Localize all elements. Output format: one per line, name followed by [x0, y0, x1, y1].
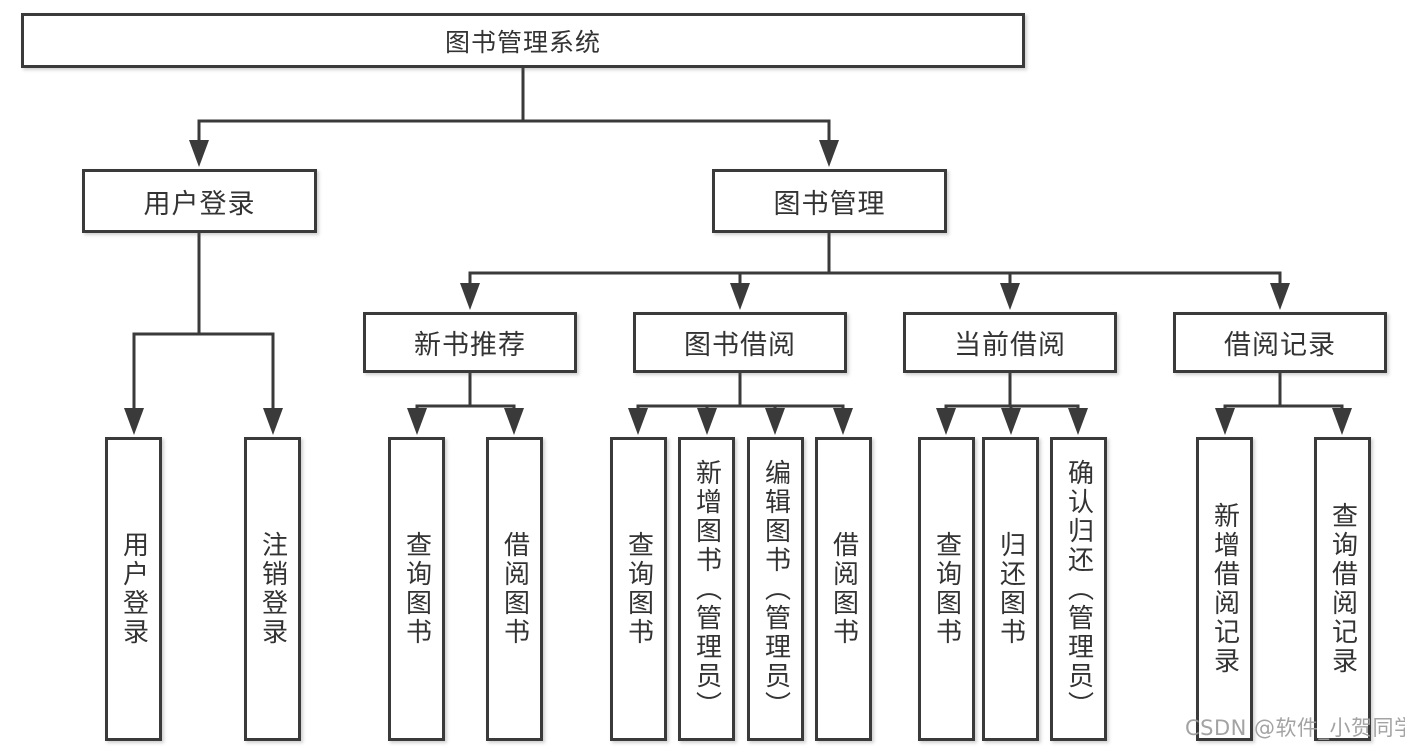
- leaf-query-books: 查询图书: [610, 437, 667, 741]
- arrowhead: [263, 408, 283, 435]
- connector-records-to-leaves: [1215, 371, 1352, 435]
- node-borrowing-records: 借阅记录: [1173, 312, 1387, 373]
- arrowhead: [936, 408, 956, 435]
- leaf-return-books: 归还图书: [982, 437, 1039, 741]
- connector-current-to-leaves: [936, 371, 1088, 435]
- leaf-borrow-books: 借阅图书: [486, 437, 543, 741]
- leaf-edit-books-admin: 编辑图书（管理员）: [747, 437, 804, 741]
- node-current-borrowing: 当前借阅: [903, 312, 1117, 373]
- leaf-user-login: 用户登录: [105, 437, 162, 741]
- arrowhead: [407, 408, 427, 435]
- arrowhead: [1215, 408, 1235, 435]
- connector-login-to-leaves: [124, 231, 283, 435]
- arrowhead: [1068, 408, 1088, 435]
- leaf-add-borrow-record: 新增借阅记录: [1196, 437, 1253, 741]
- node-library-management-system: 图书管理系统: [21, 13, 1025, 68]
- node-book-borrowing: 图书借阅: [633, 312, 847, 373]
- arrowhead: [628, 408, 648, 435]
- arrowhead: [1000, 283, 1020, 310]
- arrowhead: [124, 408, 144, 435]
- arrowhead: [765, 408, 785, 435]
- arrowhead: [460, 283, 480, 310]
- connector-root-to-level2: [189, 64, 839, 167]
- arrowhead: [697, 408, 717, 435]
- leaf-borrow-books: 借阅图书: [815, 437, 872, 741]
- leaf-logout: 注销登录: [244, 437, 301, 741]
- leaf-query-borrow-record: 查询借阅记录: [1314, 437, 1371, 741]
- arrowhead: [504, 408, 524, 435]
- leaf-query-books: 查询图书: [918, 437, 975, 741]
- arrowhead: [819, 140, 839, 167]
- csdn-watermark: CSDN @软件_小贺同学: [1185, 716, 1405, 740]
- connector-bookmgmt-to-level3: [460, 231, 1290, 310]
- arrowhead: [730, 283, 750, 310]
- connector-newbook-to-leaves: [407, 371, 524, 435]
- connector-borrow-to-leaves: [628, 371, 853, 435]
- arrowhead: [189, 140, 209, 167]
- node-user-login: 用户登录: [82, 169, 317, 233]
- arrowhead: [833, 408, 853, 435]
- leaf-add-books-admin: 新增图书（管理员）: [678, 437, 735, 741]
- arrowhead: [1332, 408, 1352, 435]
- arrowhead: [1001, 408, 1021, 435]
- leaf-confirm-return-admin: 确认归还（管理员）: [1050, 437, 1107, 741]
- node-book-management: 图书管理: [712, 169, 947, 233]
- arrowhead: [1270, 283, 1290, 310]
- node-new-book-recommendation: 新书推荐: [363, 312, 577, 373]
- leaf-query-books: 查询图书: [388, 437, 445, 741]
